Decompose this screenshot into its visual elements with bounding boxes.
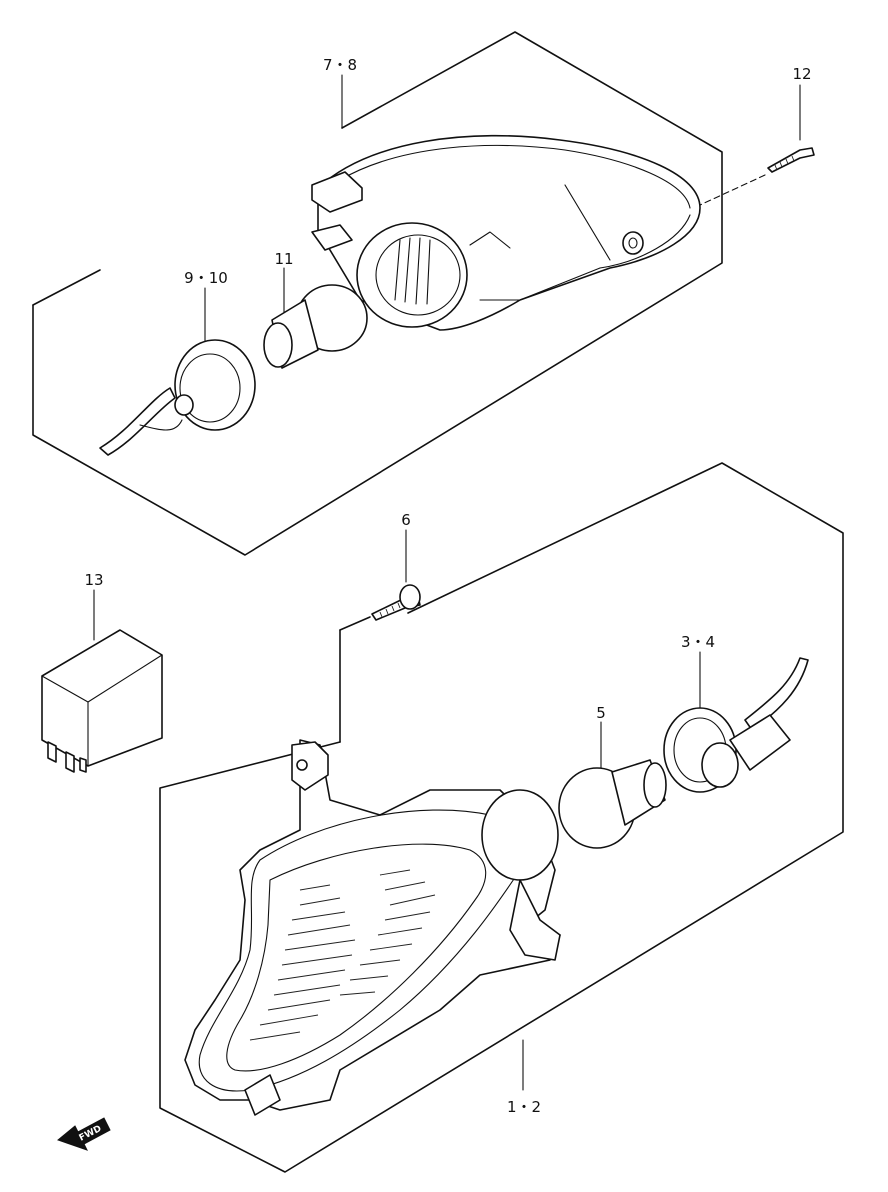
lens-housing-part-1-2 <box>184 739 561 1116</box>
callout-11: 11 <box>274 250 293 268</box>
screw-part-6 <box>371 529 421 621</box>
callout-12: 12 <box>792 65 811 83</box>
callout-1-2: 1・2 <box>507 1098 541 1116</box>
bulb-part-11 <box>263 267 368 369</box>
screw-part-12 <box>699 84 815 206</box>
callout-9-10: 9・10 <box>184 269 228 287</box>
callout-3-4: 3・4 <box>681 633 715 651</box>
lens-housing-part-7-8 <box>311 134 701 331</box>
front-turn-signal-assembly <box>159 462 844 1173</box>
socket-part-3-4 <box>663 651 809 793</box>
rear-turn-signal-assembly <box>32 31 815 556</box>
socket-part-9-10 <box>99 287 256 456</box>
relay-part-13 <box>41 589 163 773</box>
bulb-part-5 <box>558 721 667 849</box>
callout-7-8: 7・8 <box>323 56 357 74</box>
fwd-arrow-icon: FWD <box>56 1117 111 1151</box>
callout-6: 6 <box>401 511 411 529</box>
callout-5: 5 <box>596 704 606 722</box>
callout-13: 13 <box>84 571 103 589</box>
